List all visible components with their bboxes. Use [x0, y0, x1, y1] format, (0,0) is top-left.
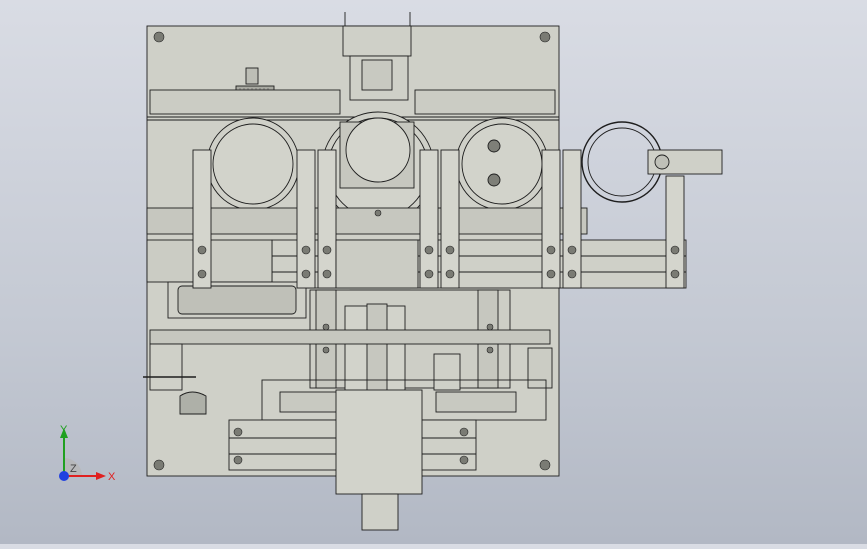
top-bracket: [342, 25, 412, 57]
bottom-carriage: [335, 389, 423, 495]
y-axis-label: Y: [60, 424, 68, 436]
z-axis-label: Z: [70, 463, 77, 475]
z-axis-dot: [59, 471, 69, 481]
x-axis-label: X: [108, 471, 116, 483]
slot-window: [177, 285, 297, 315]
upper-rail: [146, 207, 588, 235]
orientation-triad: Y X Z: [59, 424, 116, 483]
knob: [245, 67, 259, 85]
